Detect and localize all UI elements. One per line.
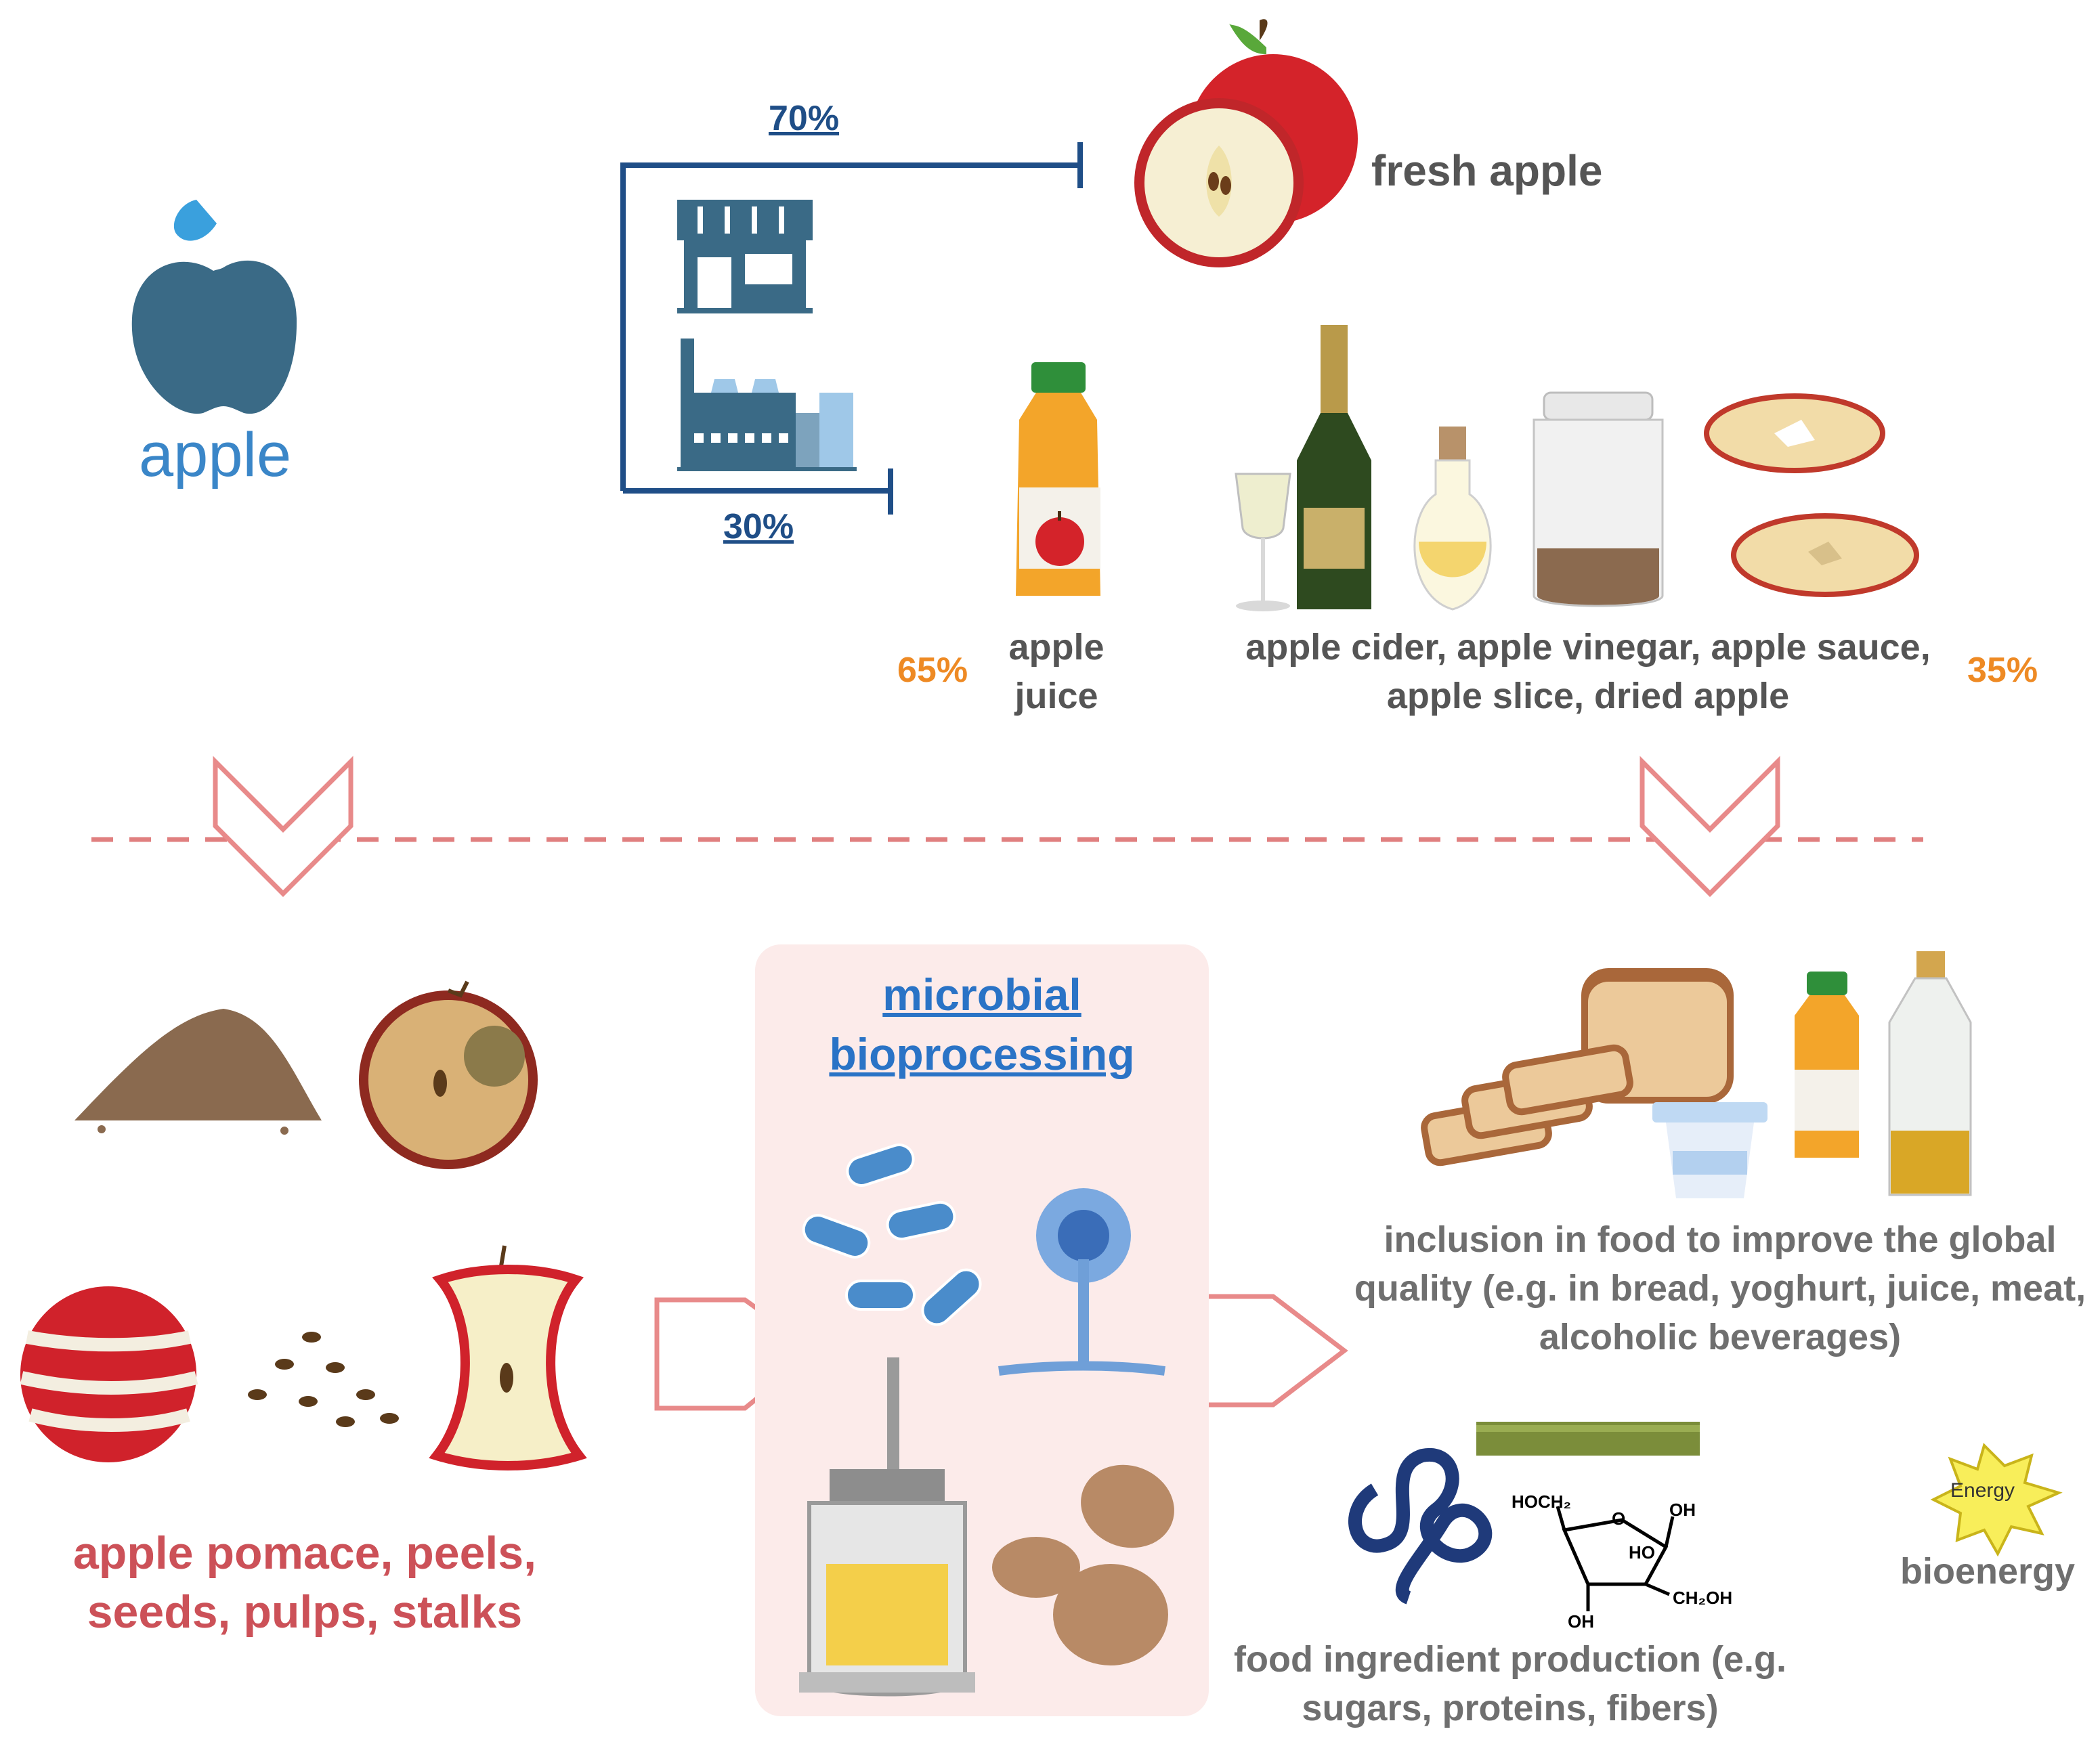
energy-burst-icon xyxy=(1930,1443,2063,1557)
sugar-label-ch2oh: CH₂OH xyxy=(1673,1588,1733,1608)
apple-core-icon xyxy=(429,1245,587,1470)
bioreactor-icon xyxy=(799,1357,975,1697)
sugar-label-ho: HO xyxy=(1629,1542,1655,1563)
chevron-down-left xyxy=(213,756,353,897)
fiber-bundle-icon xyxy=(1476,1422,1700,1456)
juice-percent: 65% xyxy=(897,651,968,690)
byproducts-line1: apple pomace, peels, xyxy=(72,1527,537,1579)
shop-icon xyxy=(677,200,813,313)
oil-bottle-icon xyxy=(1888,951,1972,1196)
seeds-icon xyxy=(248,1332,399,1427)
sugar-label-oh-top: OH xyxy=(1669,1500,1696,1520)
rotten-apple-icon xyxy=(359,980,538,1169)
wine-glass-icon xyxy=(1235,473,1291,611)
protein-coil-icon xyxy=(1348,1447,1493,1605)
food-inclusion-line3: alcoholic beverages) xyxy=(1539,1317,1902,1357)
vinegar-cruet-icon xyxy=(1413,427,1492,611)
dried-apple-icon xyxy=(1704,393,1919,597)
apple-icon xyxy=(131,200,297,414)
sugar-label-o: O xyxy=(1612,1508,1626,1529)
juice-label-line1: apple xyxy=(1008,627,1105,668)
juice-bottle-icon xyxy=(1016,362,1100,596)
juice-bottle-icon xyxy=(1795,972,1859,1158)
pomace-pile-icon xyxy=(74,1009,322,1135)
apple-peel-icon xyxy=(20,1286,198,1462)
byproducts-line2: seeds, pulps, stalks xyxy=(87,1586,523,1638)
food-inclusion-line2: quality (e.g. in bread, yoghurt, juice, … xyxy=(1354,1268,2086,1309)
sugar-label-oh-bottom: OH xyxy=(1568,1611,1594,1632)
energy-badge-label: Energy xyxy=(1950,1479,2015,1502)
yoghurt-icon xyxy=(1652,1102,1767,1198)
bread-icon xyxy=(1421,968,1734,1167)
apple-label: apple xyxy=(139,420,292,489)
bioenergy-label: bioenergy xyxy=(1900,1551,2076,1592)
other-percent: 35% xyxy=(1967,651,2038,690)
ingredient-line2: sugars, proteins, fibers) xyxy=(1302,1688,1719,1728)
processed-percent: 30% xyxy=(723,507,794,546)
bioprocessing-title-line1: microbial xyxy=(882,969,1081,1020)
fresh-apple-label: fresh apple xyxy=(1371,146,1603,195)
potato-icon xyxy=(992,1464,1174,1665)
bioprocessing-title-line2: bioprocessing xyxy=(829,1029,1135,1079)
sugar-structure-icon xyxy=(1556,1506,1675,1611)
chevron-down-right xyxy=(1640,756,1780,897)
ingredient-line1: food ingredient production (e.g. xyxy=(1234,1639,1786,1680)
arrow-right-right xyxy=(1182,1294,1348,1408)
jar-icon xyxy=(1533,391,1664,607)
fresh-apple-icon xyxy=(1134,19,1358,267)
fresh-percent: 70% xyxy=(769,99,840,138)
food-inclusion-line1: inclusion in food to improve the global xyxy=(1384,1219,2057,1260)
bacteria-icon xyxy=(802,1143,982,1326)
fungus-icon xyxy=(998,1188,1165,1376)
flow-lines xyxy=(356,142,1083,515)
other-products-line1: apple cider, apple vinegar, apple sauce, xyxy=(1245,627,1931,668)
sugar-label-hoch2: HOCH₂ xyxy=(1512,1491,1572,1512)
champagne-bottle-icon xyxy=(1297,325,1371,609)
juice-label-line2: juice xyxy=(1014,676,1098,716)
other-products-line2: apple slice, dried apple xyxy=(1386,676,1790,716)
factory-icon xyxy=(677,339,857,471)
